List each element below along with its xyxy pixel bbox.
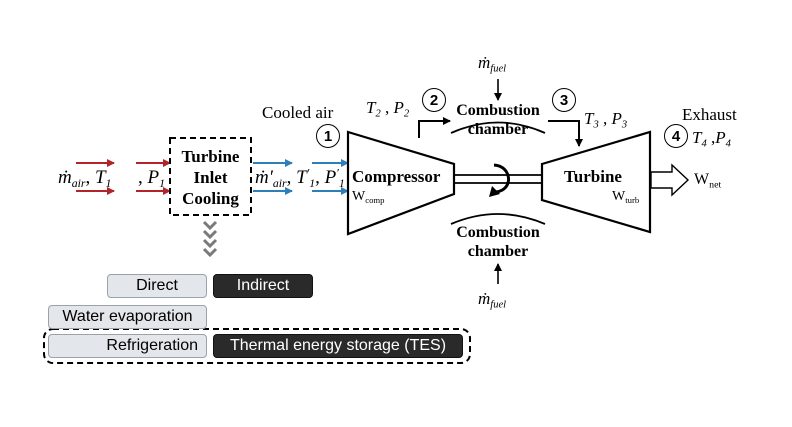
cooled-state-label: ṁ′air, T′1, P′1: [255, 166, 345, 191]
compressor-label: Compressor: [352, 167, 441, 186]
compressor-shape: [346, 130, 456, 236]
method-water-evaporation: Water evaporation: [48, 305, 207, 329]
rotation-arrow-icon: [489, 163, 510, 197]
method-tes: Thermal energy storage (TES): [213, 334, 463, 358]
turbine-work-label: Wturb: [612, 189, 640, 206]
flow-line-2: [418, 117, 451, 138]
compressor-work-label: Wcomp: [352, 189, 385, 206]
chevron-down-icon: [202, 220, 218, 258]
fuel-top-label: ṁfuel: [478, 53, 507, 75]
state-4-label: T4 ,P4: [692, 128, 731, 150]
cooled-air-label: Cooled air: [262, 103, 334, 122]
method-indirect: Indirect: [213, 274, 313, 298]
fuel-bottom-label: ṁfuel: [478, 289, 507, 311]
highlight-dashed-box: [43, 328, 471, 364]
turbine-label: Turbine: [564, 167, 622, 186]
combustion-bottom-arc: [450, 213, 546, 225]
inlet-state-label: ṁair, T1: [58, 167, 112, 191]
flow-line-3: [548, 120, 583, 147]
cooled-air-arrows: [253, 159, 349, 195]
net-work-arrow: [650, 163, 690, 197]
shaft: [454, 174, 542, 184]
net-work-label: Wnet: [694, 171, 722, 191]
state-3-label: T3 , P3: [584, 109, 628, 131]
turbine-shape: [540, 130, 652, 234]
state-2-label: T2 , P2: [366, 98, 410, 120]
exhaust-label: Exhaust: [682, 105, 737, 124]
state-2-marker: 2: [422, 88, 446, 112]
combustion-bottom-label: Combustion chamber: [456, 224, 540, 260]
state-3-marker: 3: [552, 88, 576, 112]
method-refrigeration: Refrigeration: [48, 334, 207, 358]
inlet-cooling-box: [169, 137, 252, 216]
state-4-marker: 4: [664, 124, 688, 148]
inlet-pressure-label: , P1: [138, 167, 165, 191]
combustion-top-label: Combustion chamber: [456, 102, 540, 138]
inlet-cooling-title: Turbine Inlet Cooling: [181, 147, 240, 208]
combustion-top-arc: [450, 121, 546, 134]
method-direct: Direct: [107, 274, 207, 298]
state-1-marker: 1: [316, 124, 340, 148]
inlet-air-arrows: [76, 159, 171, 195]
